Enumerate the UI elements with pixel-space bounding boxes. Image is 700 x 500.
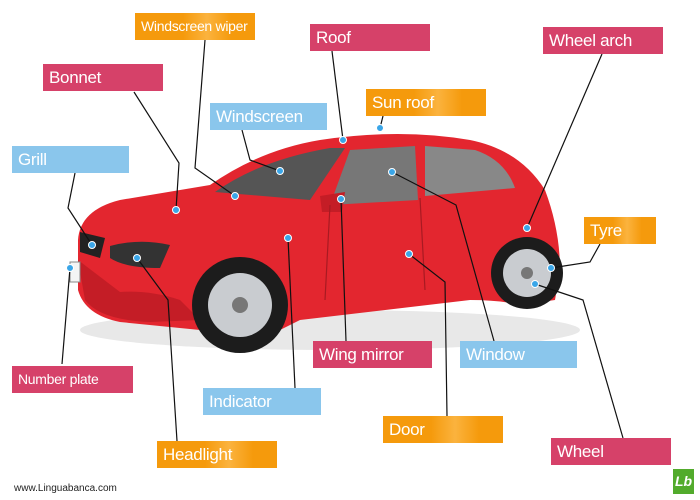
- label-windscreen: Windscreen: [210, 103, 327, 130]
- front-hub: [232, 297, 248, 313]
- label-indicator: Indicator: [203, 388, 321, 415]
- label-tyre: Tyre: [584, 217, 656, 244]
- label-roof: Roof: [310, 24, 430, 51]
- label-bonnet: Bonnet: [43, 64, 163, 91]
- label-grill: Grill: [12, 146, 129, 173]
- label-headlight: Headlight: [157, 441, 277, 468]
- label-wheel-arch: Wheel arch: [543, 27, 663, 54]
- label-door: Door: [383, 416, 503, 443]
- rear-hub: [521, 267, 533, 279]
- door-seams: [324, 197, 426, 301]
- leader-lines: [61, 39, 624, 442]
- website-credit: www.Linguabanca.com: [14, 483, 117, 494]
- linguabanca-logo: Lb: [673, 469, 694, 494]
- pointer-dots: [66, 124, 555, 288]
- label-number-plate: Number plate: [12, 366, 133, 393]
- label-sun-roof: Sun roof: [366, 89, 486, 116]
- label-window: Window: [460, 341, 577, 368]
- rear-window-glass: [425, 146, 515, 196]
- headlight-shape: [110, 241, 170, 268]
- label-wing-mirror: Wing mirror: [313, 341, 432, 368]
- label-wheel: Wheel: [551, 438, 671, 465]
- front-window-glass: [330, 146, 418, 205]
- front-bumper: [78, 260, 200, 322]
- label-windscreen-wiper: Windscreen wiper: [135, 13, 255, 40]
